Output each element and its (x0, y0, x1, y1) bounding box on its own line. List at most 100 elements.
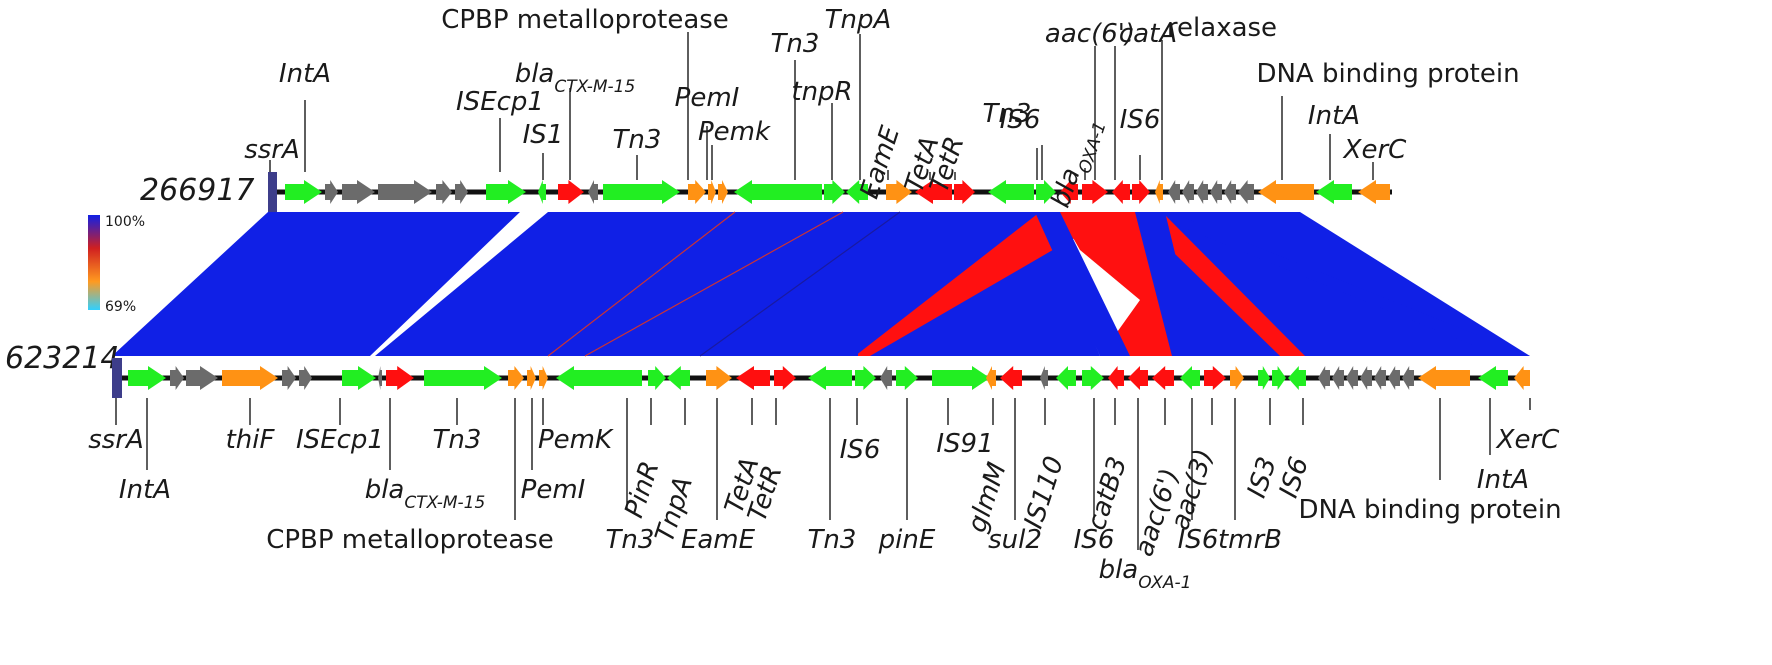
gene-arrow (1316, 180, 1352, 204)
gene-label-dnabp: DNA binding protein (1256, 59, 1519, 89)
gene-label-xerc: XerC (1495, 425, 1560, 455)
gene-label-is6a: IS6 (840, 435, 881, 465)
gene-arrow (1360, 366, 1372, 390)
homology-blocks (112, 211, 1530, 357)
gene-label-is6b: IS6 (1120, 105, 1161, 135)
homology-block (1145, 212, 1530, 356)
gene-arrow (486, 180, 526, 204)
gene-arrow (688, 180, 706, 204)
gene-label-tn3b: Tn3 (606, 525, 655, 555)
top-sequence-name: 266917 (140, 173, 255, 208)
gene-arrow (386, 366, 414, 390)
gene-arrow (285, 180, 322, 204)
homology-block (855, 212, 1150, 356)
gene-arrow (886, 180, 912, 204)
gene-arrow (342, 366, 376, 390)
gene-label-xerc: XerC (1342, 135, 1407, 165)
gene-arrow (1082, 180, 1108, 204)
homology-block (843, 212, 862, 356)
gene-arrow (1182, 180, 1194, 204)
gene-arrow (1060, 180, 1078, 204)
gene-arrow (378, 366, 382, 390)
gene-label-pemk: PemK (538, 425, 614, 455)
gene-arrow (986, 366, 996, 390)
gene-arrow (708, 180, 716, 204)
gene-label-tn3c: Tn3 (983, 99, 1032, 129)
gene-arrow (1272, 366, 1286, 390)
gene-label-ssra: ssrA (244, 135, 300, 165)
gene-label-pemk: Pemk (698, 117, 771, 147)
gene-arrow (706, 366, 732, 390)
gene-arrow (1418, 366, 1470, 390)
gene-label-pemi: PemI (675, 83, 740, 113)
gene-arrow (558, 180, 584, 204)
gene-arrow (1478, 366, 1508, 390)
gene-arrow (1132, 180, 1150, 204)
gene-arrow (736, 366, 770, 390)
gene-arrow (1358, 180, 1390, 204)
gene-arrow (325, 180, 338, 204)
gene-arrow (128, 366, 166, 390)
gene-arrow (1155, 180, 1163, 204)
gene-label-inta2: IntA (1477, 465, 1529, 495)
gene-arrow (1168, 180, 1180, 204)
gene-arrow (1346, 366, 1358, 390)
gene-arrow (282, 366, 296, 390)
gene-label-tn3a: Tn3 (433, 425, 482, 455)
gene-label-is6c: IS6 (1178, 525, 1219, 555)
gene-label-is6b: IS6 (1074, 525, 1115, 555)
gene-label-ssra: ssrA (88, 425, 144, 455)
identity-legend: 100% 69% (88, 214, 145, 315)
bottom-gene-arrows (128, 366, 1530, 390)
homology-link (584, 211, 844, 357)
legend-max-label: 100% (105, 214, 145, 230)
gene-arrow (1036, 180, 1056, 204)
gene-arrow (1288, 366, 1306, 390)
gene-label-isecp1: ISEcp1 (296, 425, 384, 455)
gene-arrow (1204, 366, 1226, 390)
gene-label-cpbp: CPBP metalloprotease (441, 5, 729, 35)
gene-arrow (527, 366, 536, 390)
gene-arrow (1388, 366, 1400, 390)
gene-label-inta: IntA (119, 475, 171, 505)
gene-arrow (808, 366, 852, 390)
gene-arrow (424, 366, 502, 390)
gene-arrow (915, 180, 952, 204)
gene-label-inta: IntA (279, 59, 331, 89)
gene-label-bla: blaCTX-M-15 (365, 475, 486, 513)
gene-arrow (342, 180, 375, 204)
gene-arrow (1514, 366, 1530, 390)
homology-link (699, 211, 901, 357)
top-end-cap (268, 172, 277, 212)
gene-arrow (667, 366, 690, 390)
gene-label-eame: EamE (681, 525, 756, 555)
gene-arrow (588, 180, 598, 204)
gene-arrow (1040, 366, 1048, 390)
gene-arrow (455, 180, 468, 204)
gene-label-tn3b: Tn3 (771, 29, 820, 59)
gene-label-aac6: aac(6') (1045, 19, 1135, 49)
gene-label-is6a: IS6 (1000, 105, 1041, 135)
gene-arrow (299, 366, 312, 390)
gene-label-tmrb: tmrB (1218, 525, 1282, 555)
gene-label-blaoxa: blaOXA-1 (1099, 555, 1192, 593)
gene-arrow (603, 180, 680, 204)
gene-label-relaxase: relaxase (1167, 13, 1277, 43)
gene-arrow (880, 366, 892, 390)
top-sequence-track: 266917 ssrAIntAISEcp1IS1blaCTX-M-15Tn3CP… (140, 5, 1520, 214)
gene-arrow (1258, 180, 1314, 204)
gene-label-isecp1: ISEcp1 (456, 87, 544, 117)
gene-arrow (1258, 366, 1270, 390)
gene-label-is91: IS91 (936, 429, 993, 459)
gene-label-catb3: catB3 (1082, 453, 1134, 533)
gene-arrow (648, 366, 666, 390)
gene-arrow (1196, 180, 1208, 204)
gene-arrow (718, 180, 728, 204)
gene-arrow (1374, 366, 1386, 390)
gene-arrow (436, 180, 452, 204)
gene-arrow (170, 366, 184, 390)
gene-label-inta2: IntA (1308, 101, 1360, 131)
bottom-sequence-name: 623214 (5, 341, 120, 376)
gene-arrow (954, 180, 975, 204)
